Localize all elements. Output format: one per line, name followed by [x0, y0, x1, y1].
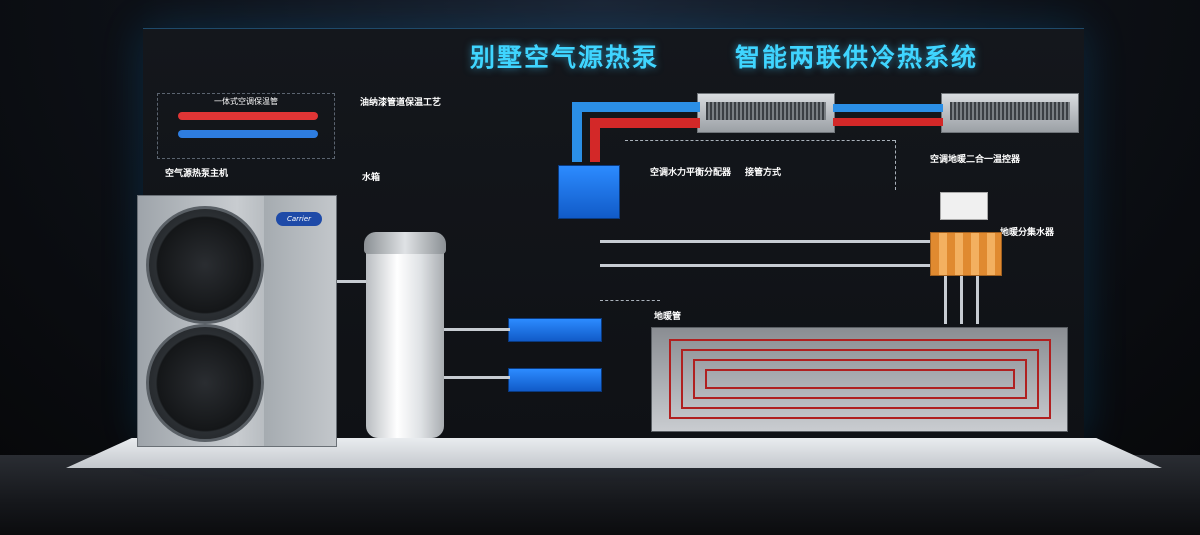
title-right: 智能两联供冷热系统	[735, 43, 979, 72]
tank-line-1	[444, 328, 510, 331]
hp-line	[335, 280, 366, 283]
duct-unit-1	[697, 93, 835, 133]
cold-pipe-top	[575, 102, 700, 112]
floor-heating-coil	[669, 339, 1051, 419]
thermostat	[940, 192, 988, 220]
dashed-guide-1	[625, 140, 895, 141]
hot-pipe-top	[600, 118, 700, 128]
tank-cap	[364, 232, 446, 254]
pipe-sample-label: 一体式空调保温管	[214, 97, 278, 106]
manifold-drop-1	[944, 274, 947, 324]
manifold-drop-3	[976, 274, 979, 324]
fan-top	[146, 206, 264, 324]
hot-pipe-sample	[178, 112, 318, 120]
heat-exchanger-lower	[508, 368, 602, 392]
floor-heating-panel	[651, 327, 1068, 432]
cold-pipe-sample	[178, 130, 318, 138]
tank-line-2	[444, 376, 510, 379]
dashed-guide-2	[895, 140, 896, 190]
tank-title: 水箱	[362, 173, 381, 183]
hot-pipe-link	[833, 118, 943, 126]
floor-manifold-title: 地暖分集水器	[1000, 228, 1055, 238]
dashed-guide-3	[600, 300, 660, 301]
brand-logo: Carrier	[276, 212, 322, 226]
return-line	[600, 264, 935, 267]
supply-line	[600, 240, 935, 243]
duct-unit-2	[941, 93, 1079, 133]
hydraulic-distributor	[558, 165, 620, 219]
controller-title: 空调地暖二合一温控器	[930, 155, 1021, 165]
heatpump-title: 空气源热泵主机	[165, 169, 229, 179]
connection-title: 接管方式	[745, 168, 782, 178]
insulation-title: 油纳漆管道保温工艺	[360, 98, 442, 108]
manifold-drop-2	[960, 274, 963, 324]
floor	[0, 455, 1200, 535]
heat-pump-side-panel: Carrier	[264, 196, 336, 446]
cold-pipe-link	[833, 104, 943, 112]
insulated-pipe-sample: 一体式空调保温管	[157, 93, 335, 159]
cold-riser	[572, 102, 582, 162]
title-left: 别墅空气源热泵	[470, 43, 660, 72]
heat-exchanger-upper	[508, 318, 602, 342]
fan-bottom	[146, 324, 264, 442]
water-tank	[364, 232, 446, 438]
distributor-title: 空调水力平衡分配器	[650, 168, 732, 178]
floor-manifold	[930, 232, 1002, 276]
heat-pump-unit: Carrier	[137, 195, 337, 447]
floor-pipe-title: 地暖管	[654, 312, 682, 322]
hot-riser	[590, 118, 600, 162]
